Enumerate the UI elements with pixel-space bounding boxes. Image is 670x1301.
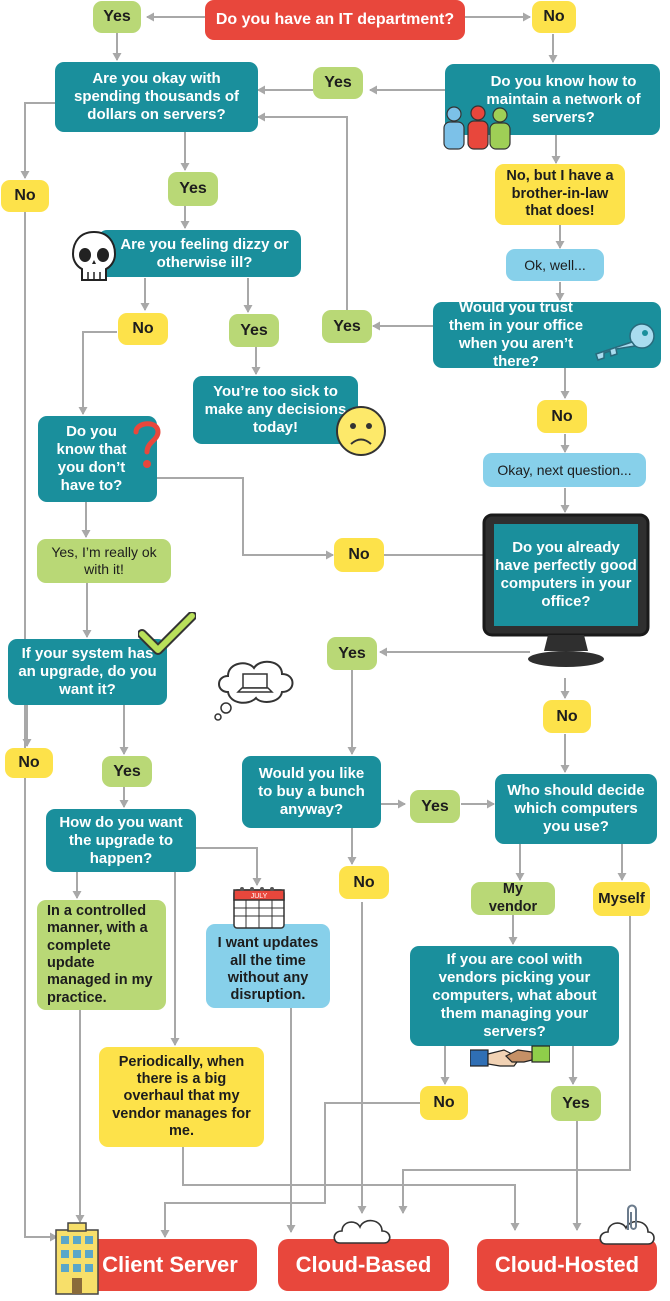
note-periodically: Periodically, when there is a big overha…: [99, 1047, 264, 1147]
note-updates-all-time: I want updates all the time without any …: [206, 924, 330, 1008]
question-mark-icon: [130, 418, 164, 474]
checkmark-icon: [137, 611, 197, 656]
monitor-icon: [480, 511, 652, 671]
sad-face-icon: [334, 404, 388, 458]
yes-label: Yes: [168, 172, 218, 206]
outcome-cloud-based: Cloud-Based: [278, 1239, 449, 1291]
handshake-icon: [469, 1040, 551, 1076]
note-myself: Myself: [593, 882, 650, 916]
yes-label: Yes: [102, 756, 152, 787]
note-my-vendor: My vendor: [471, 881, 555, 915]
no-label: No: [118, 313, 168, 345]
yes-label: Yes: [93, 1, 141, 33]
question-trust: Would you trust them in your office when…: [433, 299, 661, 370]
people-icon: [440, 104, 524, 150]
no-label: No: [420, 1086, 468, 1120]
yes-label: Yes: [551, 1086, 601, 1121]
no-label: No: [537, 400, 587, 433]
outcome-cloud-hosted: Cloud-Hosted: [477, 1239, 657, 1291]
question-buy-bunch: Would you like to buy a bunch anyway?: [242, 756, 381, 828]
outcome-too-sick: You’re too sick to make any decisions to…: [193, 376, 358, 444]
calendar-icon: JULY: [232, 886, 286, 930]
thought-cloud-laptop-icon: [210, 652, 302, 722]
no-label: No: [532, 1, 576, 33]
note-really-ok: Yes, I’m really ok with it!: [37, 539, 171, 583]
calendar-month: JULY: [251, 893, 268, 900]
cloud-with-clip-icon: [598, 1202, 658, 1246]
question-spending: Are you okay with spending thousands of …: [55, 62, 258, 132]
key-icon: [590, 320, 658, 362]
yes-label: Yes: [313, 67, 363, 99]
no-label: No: [334, 538, 384, 572]
cloud-icon: [330, 1213, 394, 1245]
question-how-upgrade: How do you want the upgrade to happen?: [46, 809, 196, 872]
yes-label: Yes: [327, 637, 377, 670]
skull-icon: [70, 230, 118, 286]
no-label: No: [543, 700, 591, 733]
no-label: No: [339, 866, 389, 899]
note-okay-next: Okay, next question...: [483, 453, 646, 487]
no-label: No: [5, 748, 53, 778]
question-know-dont-have: Do you know that you don’t have to?: [38, 416, 157, 502]
question-upgrade: If your system has an upgrade, do you wa…: [8, 639, 167, 705]
building-icon: [52, 1222, 102, 1296]
question-vendors-servers: If you are cool with vendors picking you…: [410, 946, 619, 1046]
yes-label: Yes: [322, 310, 372, 343]
yes-label: Yes: [410, 790, 460, 823]
note-controlled: In a controlled manner, with a complete …: [37, 900, 166, 1010]
question-dizzy: Are you feeling dizzy or otherwise ill?: [98, 230, 301, 277]
note-ok-well: Ok, well...: [506, 249, 604, 281]
yes-label: Yes: [229, 314, 279, 347]
question-who-decide: Who should decide which computers you us…: [495, 774, 657, 844]
note-brother-in-law: No, but I have a brother-in-law that doe…: [495, 164, 625, 225]
start-question: Do you have an IT department?: [205, 0, 465, 40]
no-label: No: [1, 180, 49, 212]
question-computers: Do you already have perfectly good compu…: [495, 539, 637, 610]
